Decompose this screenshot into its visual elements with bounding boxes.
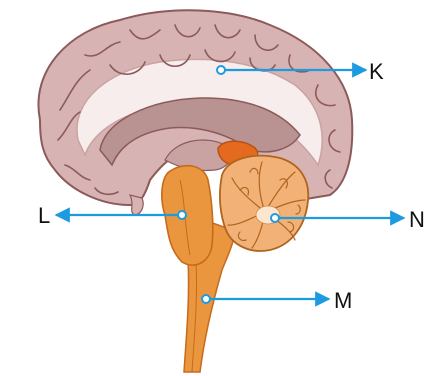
label-k: K	[369, 59, 384, 84]
label-n: N	[409, 207, 425, 232]
cerebellum	[220, 156, 308, 251]
pointer-m	[202, 295, 329, 303]
label-m: M	[334, 288, 352, 313]
label-l: L	[38, 203, 50, 228]
